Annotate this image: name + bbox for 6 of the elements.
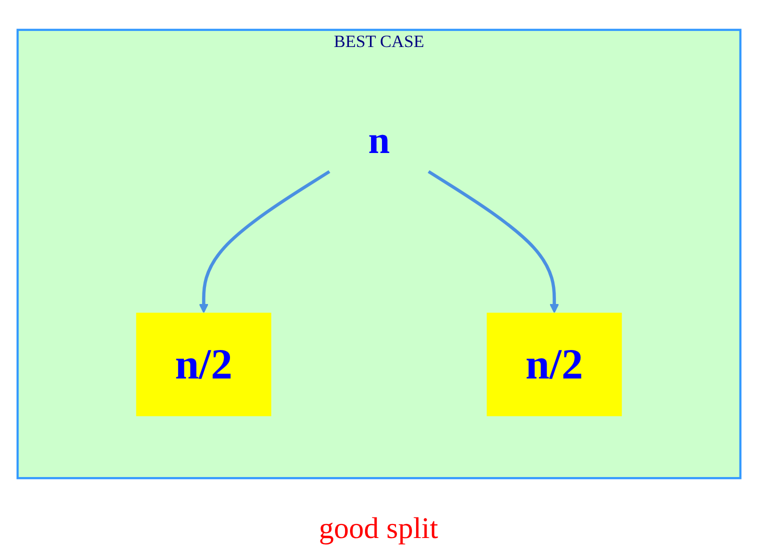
node-box: n/2 <box>136 312 271 416</box>
arrow <box>427 170 559 314</box>
note-text: good split <box>318 512 438 546</box>
arrow <box>198 170 330 314</box>
node-text: n <box>368 118 390 162</box>
node-box: n/2 <box>486 312 622 416</box>
